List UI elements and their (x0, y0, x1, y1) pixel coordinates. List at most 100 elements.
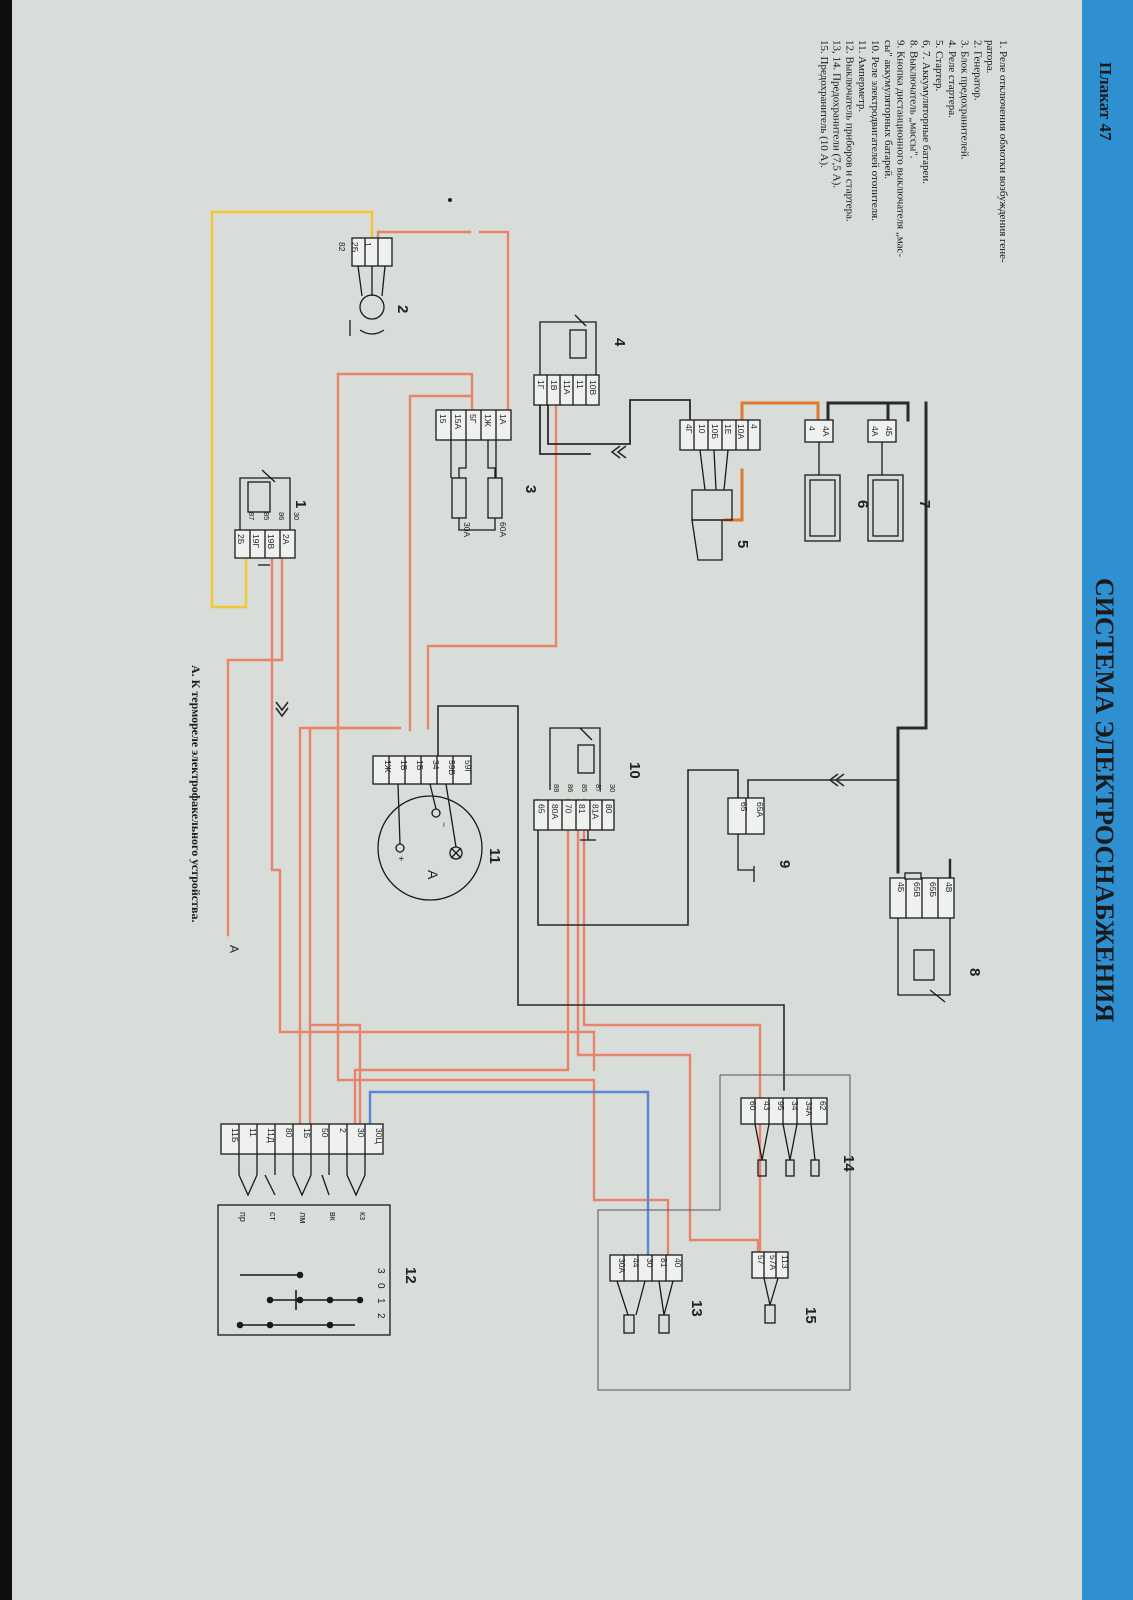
fuse14-symbols (754, 1123, 820, 1177)
ignition-position-label: лм (298, 1212, 308, 1223)
battery7 (867, 474, 904, 542)
pin-label: 1Б (415, 760, 425, 771)
wire-black-battery-link (826, 401, 910, 422)
pin-label: 65А (755, 802, 765, 817)
pin-label: 4Б (884, 426, 894, 437)
poster-title: СИСТЕМА ЭЛЕКТРОСНАБЖЕНИЯ (1090, 578, 1119, 1022)
wire-black-fuse14 (437, 705, 785, 1091)
pin-label: 34А (804, 1101, 814, 1116)
ammeter-minus: − (439, 822, 449, 827)
wire-to-thermorelay (226, 555, 284, 937)
wire-black-mass-switch (896, 401, 928, 874)
a-marker: А (227, 945, 241, 953)
fuse15-block (751, 1251, 789, 1279)
ignition-position-label: ст (268, 1212, 278, 1221)
legend-item: 4. Реле стартера. (946, 40, 958, 118)
battery6-inner (809, 479, 836, 537)
pin-label: 113 (780, 1255, 790, 1269)
pin-label: 4Б (896, 882, 906, 893)
pin-label: 82 (337, 242, 347, 252)
starter-relay-block (533, 374, 600, 406)
wires (210, 210, 952, 1257)
mass-button-contacts (737, 834, 754, 871)
pin-label: 2 (338, 1128, 348, 1133)
wire-generator (376, 230, 472, 242)
pin-label: 10А (736, 424, 746, 439)
wire-blue (368, 1090, 650, 1257)
starter-terminal-block (679, 419, 761, 451)
legend-item: 5. Стартер. (933, 40, 945, 92)
pin-label: 19Г (251, 534, 261, 548)
ignition-header-label: 3 (375, 1268, 386, 1274)
pin-label: 1В (549, 380, 559, 391)
relay10-contact-label: 85 (580, 784, 589, 792)
component-number-10: 10 (626, 762, 643, 779)
pin-label: 80 (604, 804, 614, 814)
component-number-12: 12 (402, 1267, 419, 1284)
pin-label: 59В (447, 760, 457, 775)
heater-relay-frame (549, 727, 601, 790)
generator-pulley (359, 329, 385, 335)
fuse-panel-boundary (597, 1074, 851, 1391)
arrow-chevron-2 (616, 445, 627, 459)
component-number-6: 6 (854, 500, 871, 508)
legend-item: 10. Реле электродвигателей отопителя. (869, 40, 881, 221)
pin-label: 80А (550, 804, 560, 819)
pin-label: 4 (749, 424, 759, 429)
heater-relay-block (533, 799, 615, 831)
legend-item: 15. Предохранитель (10 А). (818, 40, 830, 168)
component-number-9: 9 (776, 860, 793, 868)
pin-label: 4А (870, 426, 880, 437)
pin-label: 70 (564, 804, 574, 814)
pin-label: 1Ж (383, 760, 393, 773)
pin-label: 65 (739, 802, 749, 812)
relay10-contact-label: 88 (552, 784, 561, 792)
pin-label: 11 (248, 1128, 258, 1137)
pin-label: 2Б (236, 534, 246, 545)
starter-motor (691, 519, 723, 561)
wire-black-relay10 (537, 769, 739, 926)
pin-label: 81 (659, 1258, 669, 1268)
starter-relay-coil (569, 329, 587, 359)
relay1-contact-label: 30 (292, 512, 301, 520)
pin-label: 43 (762, 1101, 772, 1111)
pin-label: 30 (356, 1128, 366, 1138)
pin-label: 1А (498, 414, 508, 425)
wire-fuse13 (336, 372, 670, 1257)
poster-number: Плакат 47 (1096, 62, 1115, 141)
legend-item: ратора. (984, 40, 996, 74)
legend-item: 2. Генератор. (971, 40, 983, 101)
pin-label: 4В (944, 882, 954, 893)
wire-switch-30 (308, 1023, 362, 1127)
pin-label: 81 (577, 804, 587, 814)
pin-label: 95 (776, 1101, 786, 1111)
pin-label: 81А (591, 804, 601, 819)
pin-label: 57А (768, 1255, 778, 1270)
ignition-contacts (238, 1154, 366, 1197)
pin-label: 40 (673, 1258, 683, 1268)
pin-label: 62 (818, 1101, 828, 1111)
wire-relay1-ignition (270, 555, 596, 1034)
pin-label: 11А (562, 380, 572, 395)
wire-black-starter (547, 399, 691, 445)
component-number-11: 11 (486, 848, 503, 864)
wire-fuse15-b (576, 798, 760, 1257)
ignition-header-label: 0 (375, 1283, 386, 1289)
arrow-chevron-5 (275, 701, 289, 712)
mass-switch-frame (897, 918, 951, 996)
pin-label: 30Ц (374, 1128, 384, 1144)
wire-ammeter-switch-2 (308, 726, 394, 1127)
relay10-contact-label: 30 (608, 784, 617, 792)
ignition-header-label: 1 (375, 1298, 386, 1304)
legend-item: 6, 7. Аккумуляторные батареи. (920, 40, 932, 184)
pin-label: 1Е (723, 424, 733, 435)
legend-item: 1. Реле отключения обмотки возбуждения г… (997, 40, 1009, 263)
pin-label: 44 (631, 1258, 641, 1268)
ignition-position-label: кз (358, 1212, 368, 1220)
wire-relay (426, 403, 558, 730)
pin-label: 11 (575, 380, 585, 389)
ignition-position-bars (236, 1271, 364, 1329)
legend-item: 11. Амперметр. (856, 40, 868, 112)
relay1-contact-label: 85 (262, 512, 271, 520)
arrows (275, 445, 845, 787)
